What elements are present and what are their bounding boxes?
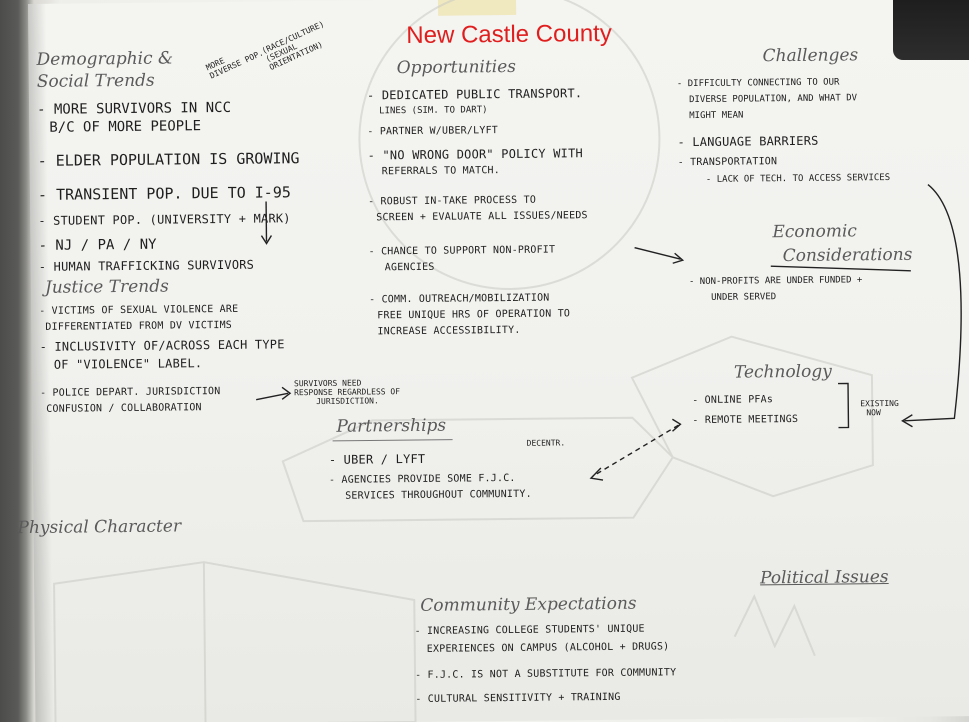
- technology-item-1: - ONLINE PFAs: [692, 394, 774, 407]
- community-heading: Community Expectations: [420, 593, 637, 616]
- economic-heading-line2: Considerations: [782, 244, 913, 267]
- existing-now-note: EXISTING NOW: [860, 399, 899, 417]
- demographic-item-6: - HUMAN TRAFFICKING SURVIVORS: [38, 257, 255, 274]
- challenges-item-1-cont2: MIGHT MEAN: [689, 110, 744, 122]
- challenges-item-4: - LACK OF TECH. TO ACCESS SERVICES: [705, 172, 891, 185]
- justice-item-2: - INCLUSIVITY OF/ACROSS EACH TYPE: [39, 337, 285, 354]
- justice-item-3: - POLICE DEPART. JURISDICTION: [40, 386, 221, 399]
- economic-heading-line1: Economic: [772, 221, 857, 243]
- community-item-3: - CULTURAL SENSITIVITY + TRAINING: [415, 691, 621, 705]
- demographic-item-1-cont: B/C OF MORE PEOPLE: [49, 118, 202, 136]
- challenges-item-2: - LANGUAGE BARRIERS: [677, 133, 819, 150]
- challenges-item-3: - TRANSPORTATION: [677, 156, 778, 169]
- opportunities-item-3: - "NO WRONG DOOR" POLICY WITH: [367, 146, 583, 163]
- physical-heading: Physical Character: [17, 516, 182, 539]
- opportunities-item-2: - PARTNER W/UBER/LYFT: [367, 125, 499, 138]
- opportunities-item-4-cont: SCREEN + EVALUATE ALL ISSUES/NEEDS: [376, 210, 588, 224]
- opportunities-item-5: - CHANCE TO SUPPORT NON-PROFIT: [368, 244, 556, 258]
- opportunities-item-4: - ROBUST IN-TAKE PROCESS TO: [368, 194, 537, 208]
- opportunities-item-6: - COMM. OUTREACH/MOBILIZATION: [369, 292, 550, 306]
- watermark-illustration: [53, 0, 874, 722]
- demographic-item-3: - TRANSIENT POP. DUE TO I-95: [37, 183, 291, 204]
- opportunities-item-1: - DEDICATED PUBLIC TRANSPORT.: [366, 86, 583, 103]
- opportunities-item-5-cont: AGENCIES: [384, 261, 435, 274]
- demographic-item-1: - MORE SURVIVORS IN NCC: [37, 99, 232, 118]
- justice-item-1: - VICTIMS OF SEXUAL VIOLENCE ARE: [39, 303, 239, 317]
- technology-heading: Technology: [733, 361, 832, 383]
- jurisdiction-note: SURVIVORS NEED RESPONSE REGARDLESS OF JU…: [294, 378, 400, 406]
- existing-now-note-line2: NOW: [866, 408, 881, 418]
- political-heading: Political Issues: [759, 567, 889, 589]
- opportunities-item-6-cont2: INCREASE ACCESSIBILITY.: [377, 324, 521, 338]
- opportunities-item-3-cont: REFERRALS TO MATCH.: [381, 165, 501, 178]
- economic-item-1: - NON-PROFITS ARE UNDER FUNDED +: [688, 275, 863, 288]
- justice-item-2-cont: OF "VIOLENCE" LABEL.: [53, 356, 203, 372]
- jurisdiction-note-line3: JURISDICTION.: [316, 396, 379, 407]
- challenges-item-1-cont1: DIVERSE POPULATION, AND WHAT DV: [688, 93, 858, 106]
- demographic-item-4: - STUDENT POP. (UNIVERSITY + MARK): [38, 211, 291, 228]
- technology-item-2: - REMOTE MEETINGS: [692, 413, 799, 427]
- demographic-item-2: - ELDER POPULATION IS GROWING: [37, 149, 300, 170]
- challenges-item-1: - DIFFICULTY CONNECTING TO OUR: [676, 77, 840, 90]
- partnerships-item-2-cont: SERVICES THROUGHOUT COMMUNITY.: [345, 488, 532, 502]
- challenges-heading: Challenges: [762, 45, 859, 67]
- page-title: New Castle County: [406, 19, 612, 50]
- worksheet-paper: New Castle County Demographic & Social T…: [17, 0, 969, 722]
- demographic-heading-line1: Demographic &: [36, 48, 174, 70]
- phone-corner: [893, 0, 969, 60]
- justice-heading: Justice Trends: [44, 276, 169, 298]
- partnerships-item-1: - UBER / LYFT: [328, 451, 426, 467]
- economic-item-1-cont: UNDER SERVED: [711, 292, 777, 303]
- partnerships-heading: Partnerships: [336, 415, 447, 437]
- partnerships-item-2: - AGENCIES PROVIDE SOME F.J.C.: [328, 472, 516, 486]
- demographic-heading-line2: Social Trends: [36, 70, 155, 92]
- justice-item-1-cont: DIFFERENTIATED FROM DV VICTIMS: [45, 319, 233, 333]
- demographic-item-5: - NJ / PA / NY: [38, 236, 157, 254]
- existing-now-note-line1: EXISTING: [860, 398, 899, 409]
- opportunities-item-1-cont: LINES (SIM. TO DART): [379, 105, 488, 117]
- opportunities-item-6-cont1: FREE UNIQUE HRS OF OPERATION TO: [377, 308, 571, 322]
- opportunities-heading: Opportunities: [396, 56, 517, 79]
- decentralized-note: DECENTR.: [526, 438, 566, 448]
- justice-item-3-cont: CONFUSION / COLLABORATION: [46, 402, 202, 415]
